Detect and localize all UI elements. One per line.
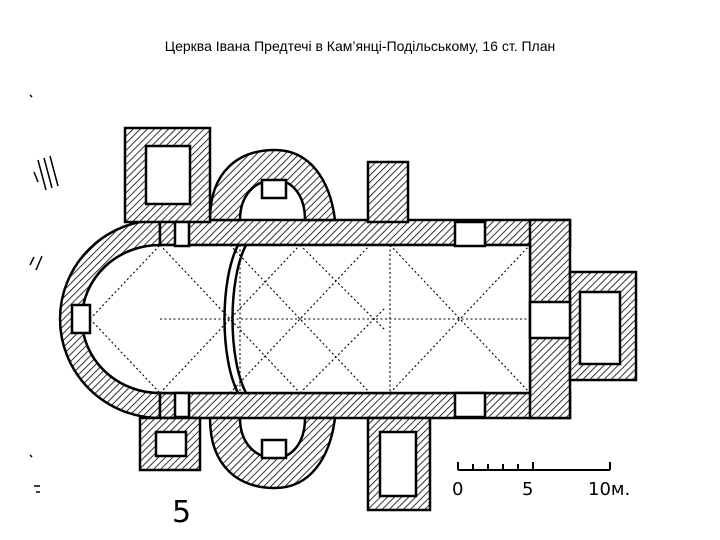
east-porch-room [578, 290, 622, 366]
figure-number: 5 [172, 495, 191, 530]
window-south-1 [173, 391, 191, 419]
sketch-marks [29, 94, 59, 493]
window-west-apse [70, 303, 92, 335]
scale-tick-5: 5 [522, 479, 533, 500]
door-east [528, 300, 572, 340]
nave-wall-south [158, 391, 572, 420]
northwest-tower-room [144, 144, 192, 206]
window-north-east [453, 220, 487, 248]
northeast-buttress [366, 160, 410, 224]
scale-tick-0: 0 [452, 479, 463, 500]
north-lobe-wall [208, 148, 337, 222]
southeast-buttress-inner [378, 430, 418, 498]
window-north-1 [173, 220, 191, 248]
bay-arc-east [231, 244, 248, 394]
south-lobe-wall [208, 416, 337, 490]
bay-arc-west [223, 244, 240, 394]
nave-wall-north [158, 218, 572, 247]
window-north-lobe [260, 178, 288, 200]
window-south-lobe [260, 438, 288, 460]
scale-tick-10: 10м. [588, 479, 630, 500]
southwest-tower-room [154, 430, 188, 458]
window-south-east [453, 391, 487, 419]
page-title: Церква Івана Предтечі в Кам’янці-Подільс… [164, 38, 556, 54]
scale-bar [457, 462, 611, 471]
vault-lines [89, 244, 531, 394]
